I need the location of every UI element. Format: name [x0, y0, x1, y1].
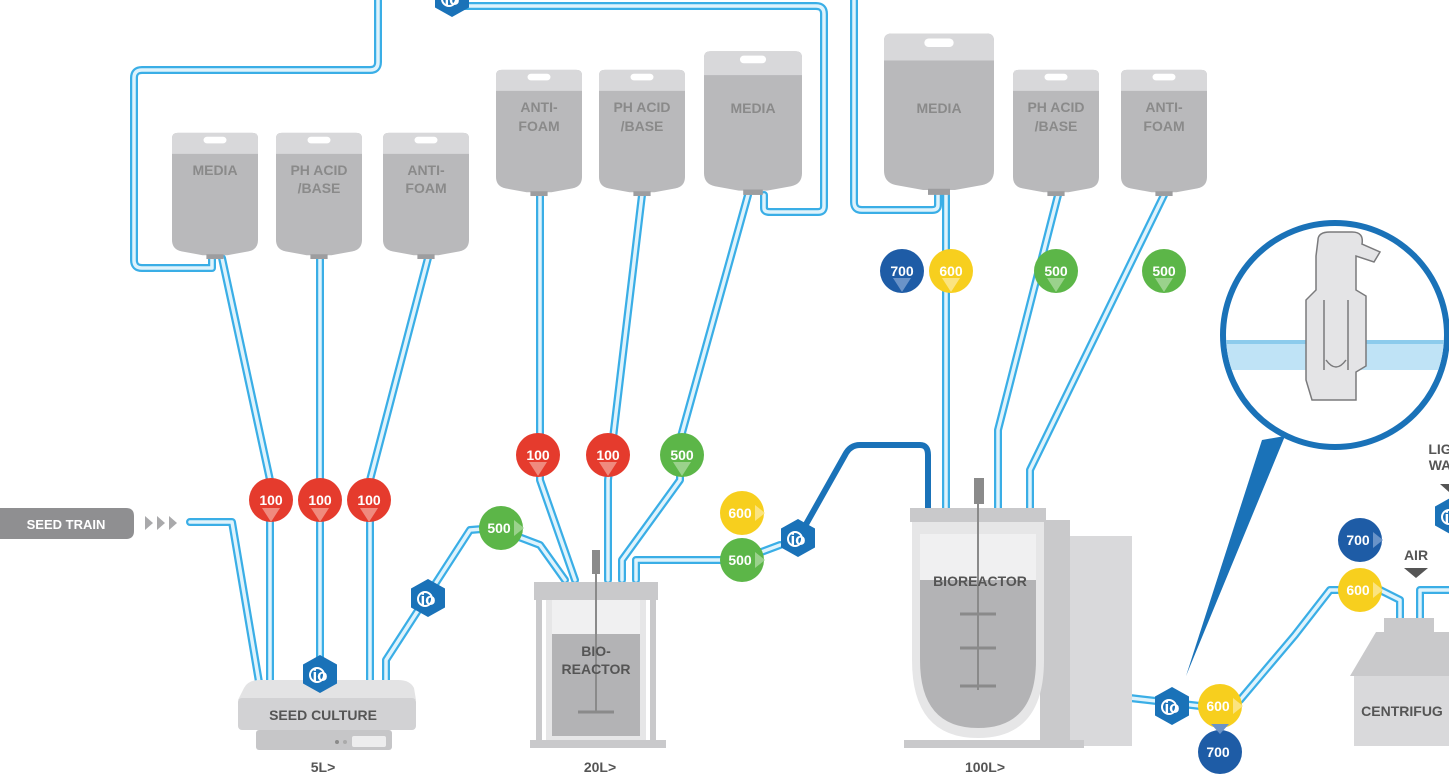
badge-red-100[interactable]: 100 — [347, 478, 391, 522]
bag-label-ph: PH ACID/BASE — [290, 162, 347, 196]
bag-label-antifoam-100l: ANTI-FOAM — [1143, 99, 1184, 134]
badge-green-500[interactable]: 500 — [479, 506, 524, 550]
bioreactor-20l-label: BIO-REACTOR — [562, 643, 631, 677]
badge-green-500[interactable]: 500 — [720, 538, 765, 582]
bioreactor-100l-label: BIOREACTOR — [933, 573, 1027, 589]
svg-text:100: 100 — [259, 492, 283, 508]
sensor-icon[interactable] — [780, 518, 816, 558]
badge-red-100[interactable]: 100 — [586, 433, 630, 477]
bag-label-antifoam: ANTI-FOAM — [405, 162, 446, 196]
liquid-waste-label-2: WA — [1429, 457, 1449, 473]
svg-text:100: 100 — [596, 447, 620, 463]
liquid-waste-label-1: LIG — [1428, 441, 1449, 457]
svg-text:500: 500 — [728, 552, 752, 568]
bioreactor-100l: BIOREACTOR 100L> — [904, 478, 1132, 775]
svg-text:500: 500 — [1152, 263, 1176, 279]
bag-label-ph-100l: PH ACID/BASE — [1027, 99, 1084, 134]
badge-yellow-600[interactable]: 600 — [929, 249, 973, 293]
badge-yellow-600[interactable]: 600 — [1338, 568, 1383, 612]
bag-label-media: MEDIA — [192, 162, 237, 178]
stage-20l-bags: ANTI-FOAM PH ACID/BASE MEDIA — [496, 51, 802, 197]
badge-red-100[interactable]: 100 — [516, 433, 560, 477]
svg-text:600: 600 — [1346, 582, 1370, 598]
badge-red-100[interactable]: 100 — [249, 478, 293, 522]
volume-label-5l: 5L> — [311, 759, 336, 775]
clamp-detail-illustration — [1226, 231, 1444, 401]
svg-text:700: 700 — [1206, 744, 1230, 760]
svg-text:600: 600 — [939, 263, 963, 279]
svg-text:600: 600 — [728, 505, 752, 521]
svg-text:700: 700 — [1346, 532, 1370, 548]
badge-green-500[interactable]: 500 — [660, 433, 704, 477]
badge-red-100[interactable]: 100 — [298, 478, 342, 522]
svg-text:500: 500 — [1044, 263, 1068, 279]
seed-train-label: SEED TRAIN — [27, 517, 106, 532]
badge-navy-700[interactable]: 700 — [1338, 518, 1383, 562]
sensor-icon[interactable] — [434, 0, 470, 18]
stage-5l-bags: MEDIA PH ACID/BASE ANTI-FOAM — [172, 132, 469, 260]
clamp-detail-callout — [1186, 220, 1449, 676]
connector-badges: 100 100 100 500 100 100 500 600 500 700 … — [249, 249, 1383, 774]
seed-culture-label: SEED CULTURE — [269, 707, 377, 723]
badge-yellow-600[interactable]: 600 — [720, 491, 765, 535]
stage-100l-bags: MEDIA PH ACID/BASE ANTI-FOAM — [884, 33, 1207, 197]
badge-navy-700[interactable]: 700 — [1198, 724, 1242, 774]
air-label: AIR — [1404, 547, 1428, 563]
volume-label-100l: 100L> — [965, 759, 1005, 775]
seed-train: SEED TRAIN — [0, 508, 177, 539]
sensor-icon[interactable] — [1434, 496, 1449, 536]
svg-text:600: 600 — [1206, 698, 1230, 714]
volume-label-20l: 20L> — [584, 759, 616, 775]
svg-text:100: 100 — [526, 447, 550, 463]
centrifuge: CENTRIFUG AIR LIG WA — [1350, 441, 1449, 746]
svg-text:100: 100 — [308, 492, 332, 508]
bag-label-media-100l: MEDIA — [916, 100, 961, 116]
centrifuge-label: CENTRIFUG — [1361, 703, 1443, 719]
svg-text:500: 500 — [487, 520, 511, 536]
bag-label-ph-20l: PH ACID/BASE — [613, 99, 670, 134]
sensor-icon[interactable] — [1154, 686, 1190, 726]
badge-green-500[interactable]: 500 — [1034, 249, 1078, 293]
svg-text:700: 700 — [890, 263, 914, 279]
badge-green-500[interactable]: 500 — [1142, 249, 1186, 293]
svg-text:100: 100 — [357, 492, 381, 508]
seed-culture-vessel: SEED CULTURE 5L> — [238, 680, 416, 775]
badge-navy-700[interactable]: 700 — [880, 249, 924, 293]
bioreactor-20l: BIO-REACTOR 20L> — [530, 550, 666, 775]
badge-yellow-600[interactable]: 600 — [1198, 684, 1243, 728]
bag-label-media-20l: MEDIA — [730, 100, 775, 116]
bag-label-antifoam-20l: ANTI-FOAM — [518, 99, 559, 134]
svg-text:500: 500 — [670, 447, 694, 463]
